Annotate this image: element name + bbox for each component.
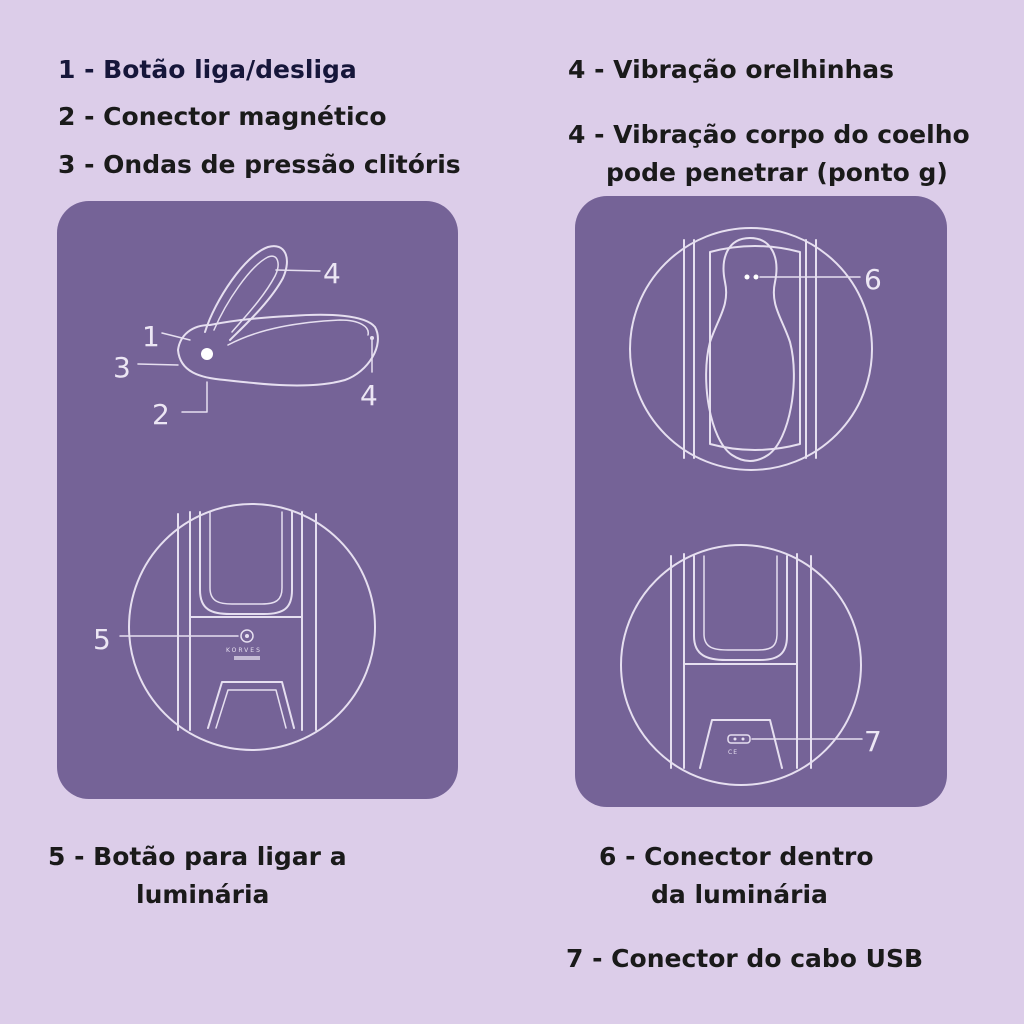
label-usb-connector: 7 - Conector do cabo USB	[566, 944, 924, 973]
label-lamp-button-line2: luminária	[136, 880, 270, 909]
power-button-dot	[201, 348, 213, 360]
label-body-vibration-line2: pode penetrar (ponto g)	[606, 158, 948, 187]
callout-3: 3	[113, 351, 131, 384]
label-magnetic-connector: 2 - Conector magnético	[58, 102, 387, 131]
label-lamp-connector-line2: da luminária	[651, 880, 828, 909]
callout-4-ear: 4	[323, 257, 341, 290]
svg-text:KORVES: KORVES	[226, 647, 262, 654]
callout-1: 1	[142, 320, 160, 353]
label-pressure-waves: 3 - Ondas de pressão clitóris	[58, 150, 461, 179]
svg-text:CE: CE	[728, 749, 738, 756]
right-panel	[575, 196, 947, 807]
label-lamp-button-line1: 5 - Botão para ligar a	[48, 842, 347, 871]
rabbit-illustration: 1 3 2 4 4	[113, 245, 379, 431]
callout-4-tip: 4	[360, 379, 378, 412]
label-body-vibration-line1: 4 - Vibração corpo do coelho	[568, 120, 970, 149]
label-lamp-connector-line1: 6 - Conector dentro	[599, 842, 874, 871]
lamp-back-illustration: CE 7	[620, 544, 882, 786]
label-power-button: 1 - Botão liga/desliga	[58, 55, 357, 84]
callout-6: 6	[864, 263, 882, 296]
callout-7: 7	[864, 725, 882, 758]
lamp-front-illustration: KORVES 5	[93, 503, 376, 751]
lamp-top-illustration: 6	[629, 227, 882, 471]
callout-2: 2	[152, 398, 170, 431]
label-ears-vibration: 4 - Vibração orelhinhas	[568, 55, 895, 84]
callout-5: 5	[93, 623, 111, 656]
